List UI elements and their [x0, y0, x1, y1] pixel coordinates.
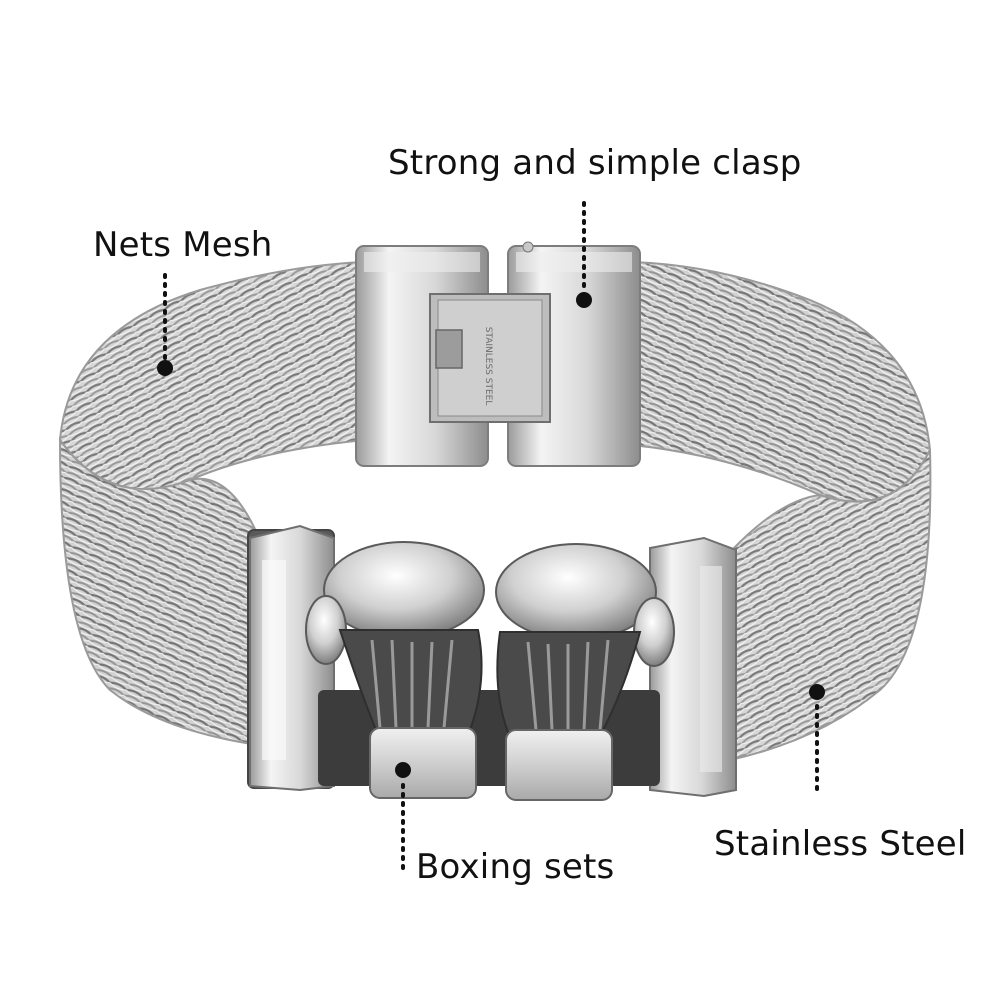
- clasp-engraving: STAINLESS STEEL: [483, 327, 493, 406]
- mesh-band-front-right: [728, 449, 932, 762]
- clasp: STAINLESS STEEL: [355, 241, 641, 467]
- callout-clasp: Strong and simple clasp: [388, 143, 802, 183]
- boxing-glove-right: [495, 543, 675, 801]
- mesh-band-back-right: [631, 260, 932, 503]
- mesh-band-front-left: [58, 436, 262, 747]
- end-bar-left: [247, 524, 335, 792]
- callout-steel-leader: [809, 684, 825, 792]
- callout-boxing-sets: Boxing sets: [416, 847, 615, 887]
- callout-nets-mesh: Nets Mesh: [93, 225, 273, 265]
- mesh-band-back-left: [58, 260, 366, 490]
- boxing-glove-left: [305, 541, 485, 799]
- callout-boxing-leader: [395, 762, 411, 872]
- callout-clasp-leader: [576, 201, 592, 308]
- callout-stainless-steel: Stainless Steel: [714, 824, 967, 864]
- callout-nets-leader: [157, 273, 173, 376]
- end-bar-right: [649, 536, 737, 798]
